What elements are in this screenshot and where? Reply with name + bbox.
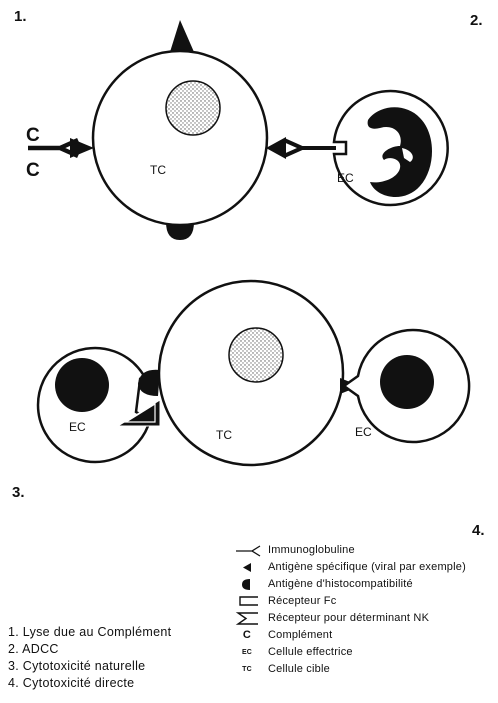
target-cell-bottom-nucleus: [228, 327, 284, 383]
legend-item: Immunoglobuline: [232, 542, 498, 559]
mechanism-item: 3. Cytotoxicité naturelle: [8, 659, 146, 673]
complement-label-upper: C: [26, 125, 40, 146]
nucleus-gap: [402, 148, 413, 162]
effector-cell-right-label: EC: [337, 171, 354, 185]
effector-cell-left-nucleus: [55, 358, 109, 412]
histocompatibility-antigen-icon: [232, 576, 262, 593]
mechanism-item: 1. Lyse due au Complément: [8, 625, 172, 639]
complement-label-lower: C: [26, 160, 40, 181]
legend-item: TC Cellule cible: [232, 661, 498, 678]
panel-number-3: 3.: [12, 484, 25, 501]
target-cell-top-nucleus: [165, 80, 221, 136]
target-cell-top-label: TC: [150, 163, 166, 177]
panel-3-4-group: [36, 279, 471, 467]
legend-item: Antigène spécifique (viral par exemple): [232, 559, 498, 576]
effector-cell-icon: EC: [241, 649, 253, 656]
mechanism-list: 1. Lyse due au Complément 2. ADCC 3. Cyt…: [8, 624, 171, 692]
histocompatibility-antigen-bottom: [166, 222, 194, 240]
effector-cell-right-bottom-nucleus: [380, 355, 434, 409]
legend: Immunoglobuline Antigène spécifique (vir…: [232, 542, 498, 678]
legend-item: Antigène d'histocompatibilité: [232, 576, 498, 593]
panel-1-2-group: [28, 20, 449, 240]
target-cell-bottom-label: TC: [216, 428, 232, 442]
mechanism-item: 2. ADCC: [8, 642, 59, 656]
legend-item: EC Cellule effectrice: [232, 644, 498, 661]
right-antibody-y: [283, 138, 336, 158]
mechanism-item: 4. Cytotoxicité directe: [8, 676, 135, 690]
effector-cell-right-nucleus: [367, 107, 432, 198]
nk-receptor-left: [123, 402, 156, 423]
histocompatibility-antigen-left: [138, 369, 160, 396]
panel-number-1: 1.: [14, 8, 27, 25]
legend-item: Récepteur Fc: [232, 593, 498, 610]
specific-antigen-top: [170, 20, 194, 52]
legend-label: Complément: [268, 629, 333, 641]
legend-label: Récepteur Fc: [268, 595, 337, 607]
legend-label: Antigène spécifique (viral par exemple): [268, 561, 466, 573]
legend-label: Antigène d'histocompatibilité: [268, 578, 413, 590]
immunoglobulin-icon: [232, 542, 262, 559]
legend-label: Récepteur pour déterminant NK: [268, 612, 430, 624]
panel-number-2: 2.: [470, 12, 483, 29]
left-antibody-y: [28, 137, 79, 159]
target-cell-top: [91, 49, 269, 227]
legend-label: Cellule effectrice: [268, 646, 353, 658]
legend-label: Immunoglobuline: [268, 544, 355, 556]
complement-icon: C: [242, 629, 252, 641]
specific-antigen-icon: [232, 559, 262, 576]
legend-label: Cellule cible: [268, 663, 330, 675]
right-antigen-triangle: [266, 137, 286, 159]
effector-cell-bottom-right-label: EC: [355, 425, 372, 439]
legend-item: C Complément: [232, 627, 498, 644]
nk-receptor-icon: [232, 610, 262, 627]
fc-receptor-icon: [232, 593, 262, 610]
legend-item: Récepteur pour déterminant NK: [232, 610, 498, 627]
effector-cell-left-label: EC: [69, 420, 86, 434]
target-cell-icon: TC: [242, 666, 252, 673]
panel-number-4: 4.: [472, 522, 485, 539]
